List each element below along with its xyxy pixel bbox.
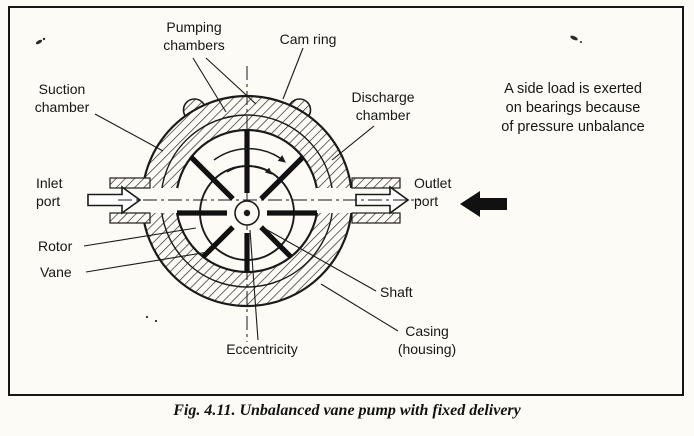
label-pumping-chambers: Pumping chambers <box>163 19 225 53</box>
label-inlet-port: Inlet port <box>36 175 63 209</box>
label-rotor: Rotor <box>38 238 73 254</box>
label-discharge-chamber: Discharge chamber <box>351 89 415 123</box>
side-load-note-line-1: A side load is exerted <box>504 81 642 97</box>
shaft-circle <box>234 200 260 226</box>
side-load-note-line-3: of pressure unbalance <box>501 119 645 135</box>
label-vane: Vane <box>40 264 72 280</box>
figure-caption: Fig. 4.11. Unbalanced vane pump with fix… <box>173 402 521 419</box>
label-shaft: Shaft <box>380 284 413 300</box>
ink-specks <box>35 35 582 323</box>
label-outlet-port: Outlet port <box>414 175 452 209</box>
label-suction-chamber: Suction chamber <box>34 81 90 115</box>
label-cam-ring: Cam ring <box>279 31 337 47</box>
side-load-note-line-2: on bearings because <box>505 100 641 116</box>
rotation-clockwise-arrow-icon <box>213 147 286 175</box>
leader-lines <box>83 47 399 341</box>
figure-frame <box>8 6 684 396</box>
label-eccentricity: Eccentricity <box>226 341 298 357</box>
label-casing-housing: Casing (housing) <box>397 323 457 357</box>
inlet-flow-arrow-icon <box>87 185 142 215</box>
side-load-note: A side load is exerted on bearings becau… <box>478 80 668 137</box>
vanes <box>177 130 317 272</box>
side-load-arrow-left-icon <box>460 191 507 217</box>
